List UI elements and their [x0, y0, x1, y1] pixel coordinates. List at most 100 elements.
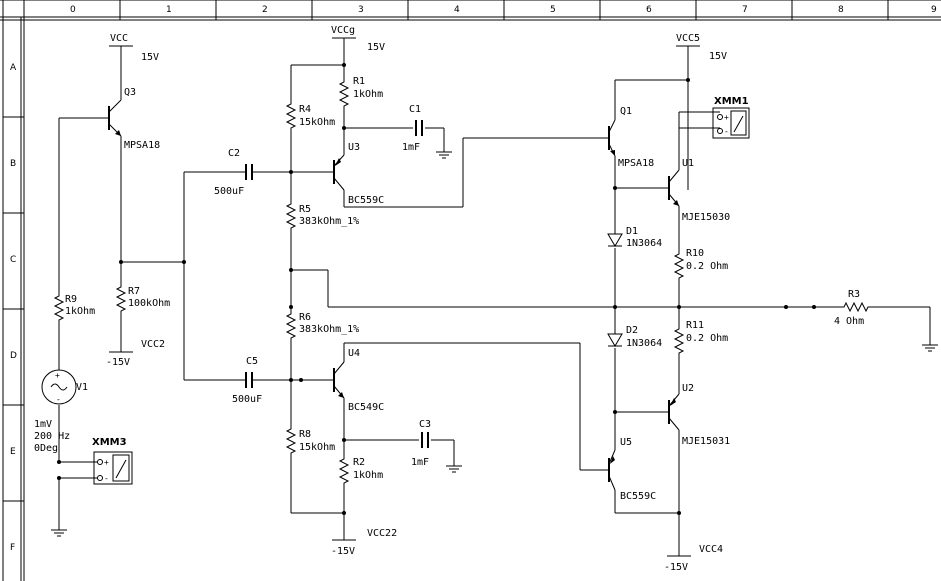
part-value: 100kOhm: [128, 298, 170, 309]
part-label: R2: [353, 457, 365, 468]
resistor-r2[interactable]: [338, 455, 350, 490]
resistor-r9[interactable]: [53, 292, 65, 322]
part-value: MJE15031: [682, 436, 730, 447]
col-label: 5: [550, 5, 556, 15]
part-label: U2: [682, 383, 694, 394]
part-value: 0.2 Ohm: [686, 333, 728, 344]
supply-label: VCC4: [699, 544, 723, 555]
resistor-r10[interactable]: [673, 250, 685, 282]
ground-symbol: [436, 151, 452, 159]
col-label: 3: [358, 5, 364, 15]
part-value: 15kOhm: [299, 117, 335, 128]
resistor-r5[interactable]: [285, 200, 297, 236]
part-label: V1: [76, 382, 88, 393]
capacitor-c2[interactable]: [243, 164, 255, 180]
row-label: D: [10, 351, 17, 361]
part-label: R1: [353, 76, 365, 87]
transistor-q1[interactable]: [603, 119, 616, 157]
ground-symbol: [51, 529, 67, 537]
col-label: 1: [166, 5, 172, 15]
part-value: 383kOhm_1%: [299, 324, 359, 335]
capacitor-c3[interactable]: [421, 432, 429, 448]
resistor-r1[interactable]: [338, 78, 350, 112]
part-label: C5: [246, 356, 258, 367]
part-value: 0.2 Ohm: [686, 261, 728, 272]
resistor-r3[interactable]: [840, 301, 870, 313]
svg-text:-: -: [56, 395, 61, 404]
row-label: C: [10, 255, 16, 265]
transistor-u3[interactable]: [326, 154, 345, 191]
part-label: R9: [65, 294, 77, 305]
part-label: C2: [228, 148, 240, 159]
component-labels: VCC 15V Q3 MPSA18 R9 1kOhm R7 100kOhm VC…: [34, 25, 864, 573]
supply-voltage: -15V: [106, 357, 130, 368]
col-label: 8: [838, 5, 844, 15]
part-value: MPSA18: [124, 140, 160, 151]
instrument-label: XMM3: [92, 437, 127, 448]
diode-d1[interactable]: [607, 230, 623, 247]
col-label: 7: [742, 5, 748, 15]
ground-symbol: [922, 344, 938, 352]
part-label: D1: [626, 226, 638, 237]
supply-label: VCC: [110, 33, 128, 44]
transistor-u4[interactable]: [326, 361, 345, 399]
capacitor-c1[interactable]: [415, 120, 423, 136]
part-value: 1N3064: [626, 238, 662, 249]
part-label: R7: [128, 286, 140, 297]
resistor-r6[interactable]: [285, 310, 297, 345]
svg-text:-: -: [104, 474, 109, 483]
part-value: 15kOhm: [299, 442, 335, 453]
supply-label: VCC2: [141, 339, 165, 350]
svg-text:+: +: [55, 371, 60, 380]
part-value: 500uF: [232, 394, 262, 405]
supply-voltage: 15V: [709, 51, 727, 62]
part-value: 1mF: [411, 457, 429, 468]
part-label: Q3: [124, 87, 136, 98]
supply-voltage: 15V: [141, 52, 159, 63]
part-label: R5: [299, 204, 311, 215]
resistor-r7[interactable]: [115, 283, 127, 320]
part-label: R8: [299, 429, 311, 440]
supply-voltage: -15V: [331, 546, 355, 557]
transistor-u5[interactable]: [603, 449, 616, 491]
part-value: BC549C: [348, 402, 384, 413]
part-value: 1kOhm: [353, 470, 383, 481]
part-value: BC559C: [348, 195, 384, 206]
supply-voltage: -15V: [664, 562, 688, 573]
resistor-r4[interactable]: [285, 100, 297, 136]
capacitor-c5[interactable]: [243, 372, 255, 388]
part-value: 1mF: [402, 142, 420, 153]
supply-label: VCC5: [676, 33, 700, 44]
multimeter-xmm1[interactable]: + -: [712, 107, 750, 139]
part-label: R3: [848, 289, 860, 300]
part-value: MPSA18: [618, 158, 654, 169]
ac-source-v1[interactable]: + -: [41, 369, 77, 405]
multimeter-xmm3[interactable]: + -: [93, 451, 133, 485]
svg-text:+: +: [104, 458, 109, 467]
part-label: R4: [299, 104, 311, 115]
col-label: 2: [262, 5, 268, 15]
part-value: 383kOhm_1%: [299, 216, 359, 227]
transistor-q3[interactable]: [102, 99, 122, 137]
resistor-r8[interactable]: [285, 425, 297, 460]
supply-label: VCC22: [367, 528, 397, 539]
diode-d2[interactable]: [607, 330, 623, 347]
part-value: 500uF: [214, 186, 244, 197]
part-label: D2: [626, 325, 638, 336]
row-label: A: [10, 63, 17, 73]
part-label: U5: [620, 437, 632, 448]
part-label: Q1: [620, 106, 632, 117]
supply-label: VCCg: [331, 25, 355, 36]
resistor-r11[interactable]: [673, 325, 685, 356]
transistor-u2[interactable]: [663, 393, 680, 431]
transistor-u1[interactable]: [663, 169, 680, 207]
row-label: E: [10, 447, 16, 457]
part-value: 1kOhm: [353, 89, 383, 100]
part-label: U1: [682, 158, 694, 169]
part-label: U4: [348, 348, 360, 359]
part-label: R10: [686, 248, 704, 259]
part-value: 1N3064: [626, 338, 662, 349]
part-value: 1kOhm: [65, 306, 95, 317]
part-label: C1: [409, 104, 421, 115]
